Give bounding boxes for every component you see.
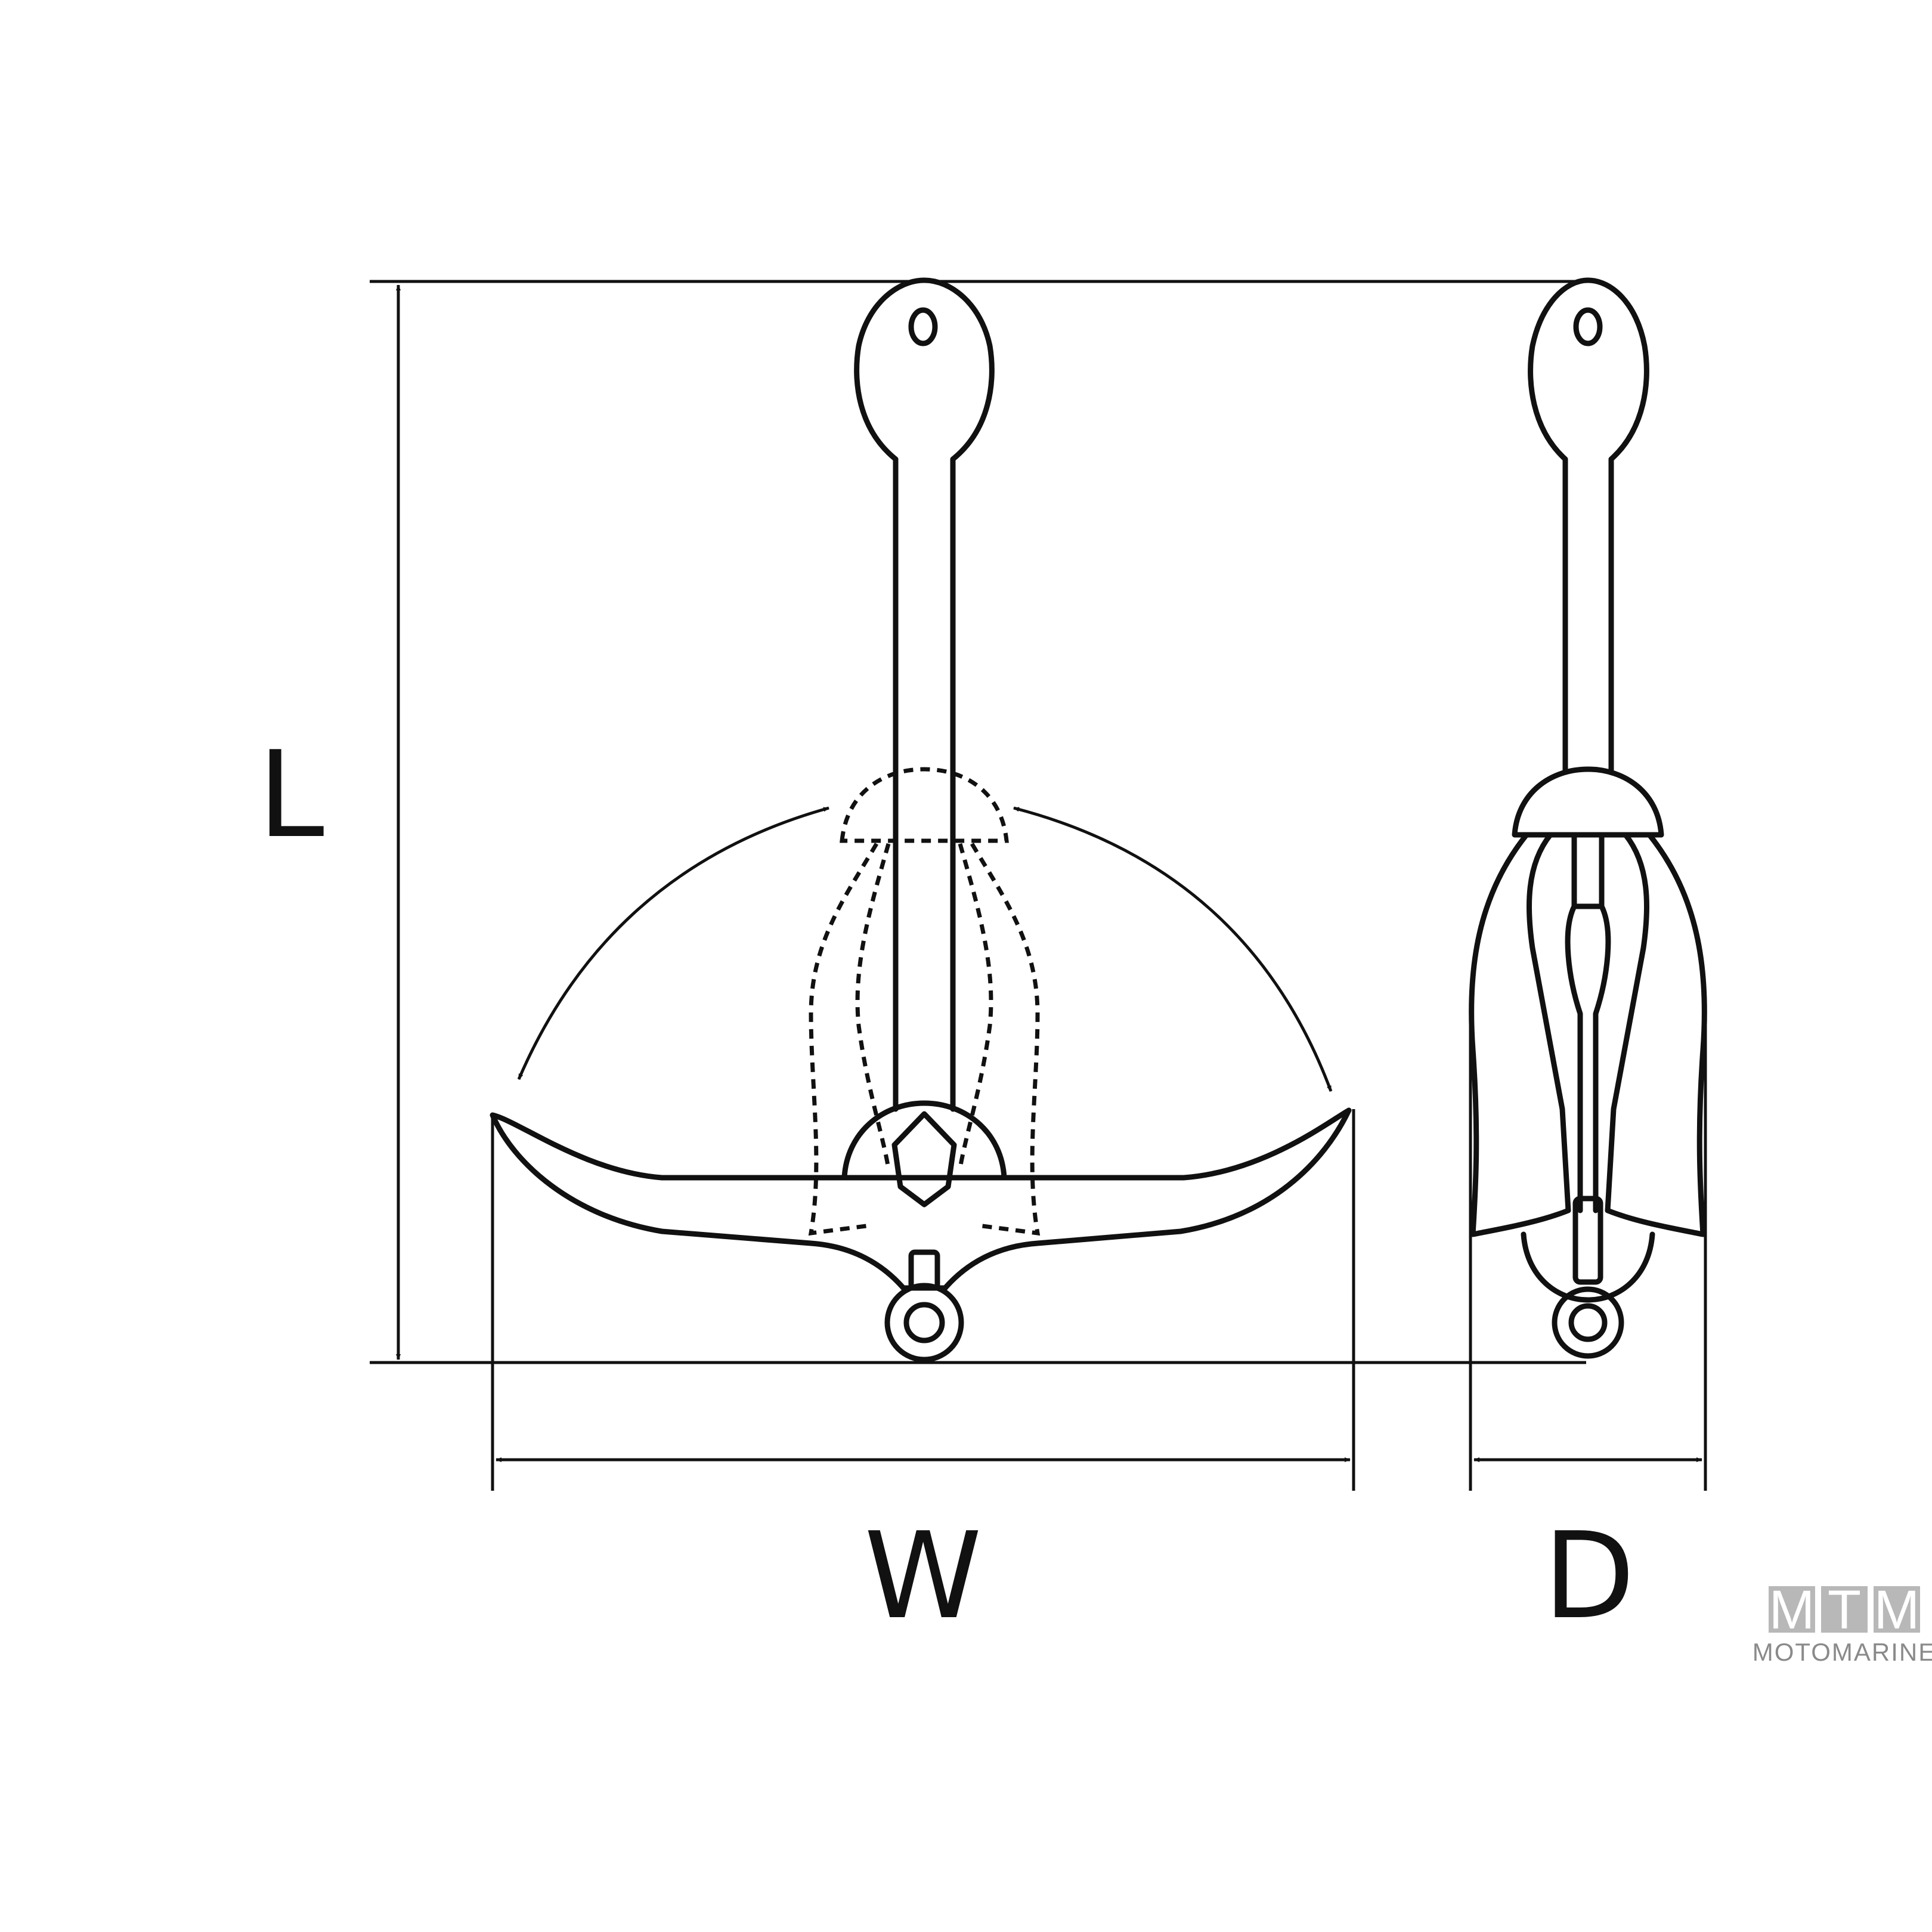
front-flukes <box>490 1107 1352 1291</box>
side-hub-dome <box>1512 766 1664 838</box>
depth-label: D <box>1543 1507 1635 1646</box>
motomarine-logo: M T M MOTOMARINE <box>1753 1580 1932 1666</box>
side-folded-flukes <box>1469 832 1707 1237</box>
swing-arc-right <box>1013 806 1333 1092</box>
width-label: W <box>864 1507 982 1646</box>
logo-letter-1: M <box>1769 1580 1815 1640</box>
logo-letter-3: M <box>1874 1580 1920 1640</box>
front-shank-link <box>908 1249 940 1291</box>
anchor-side-view <box>1469 277 1707 1359</box>
front-bottom-ring-inner <box>903 1302 945 1343</box>
front-bottom-ring-outer <box>884 1283 964 1363</box>
length-label: L <box>258 726 324 865</box>
front-top-eye-hole <box>908 307 938 346</box>
logo-tile-2 <box>1821 1586 1868 1633</box>
logo-subtitle: MOTOMARINE <box>1753 1638 1932 1666</box>
anchor-front-view <box>490 277 1352 1363</box>
side-bottom-ring-inner <box>1568 1303 1608 1342</box>
front-hub <box>841 1100 1007 1181</box>
side-top-eye <box>1528 277 1649 775</box>
side-bottom-hub <box>1521 1231 1655 1303</box>
side-bottom-ring-outer <box>1552 1286 1624 1359</box>
front-top-eye <box>854 277 995 1112</box>
logo-letter-2: T <box>1828 1580 1861 1640</box>
front-hub-diamond <box>891 1111 957 1208</box>
swing-arc-left <box>517 806 829 1080</box>
logo-tile-3 <box>1874 1586 1920 1633</box>
dimension-lines <box>370 280 1707 1491</box>
side-shank-link <box>1572 1196 1603 1285</box>
side-top-eye-hole <box>1573 307 1603 346</box>
logo-tile-1 <box>1769 1586 1815 1633</box>
